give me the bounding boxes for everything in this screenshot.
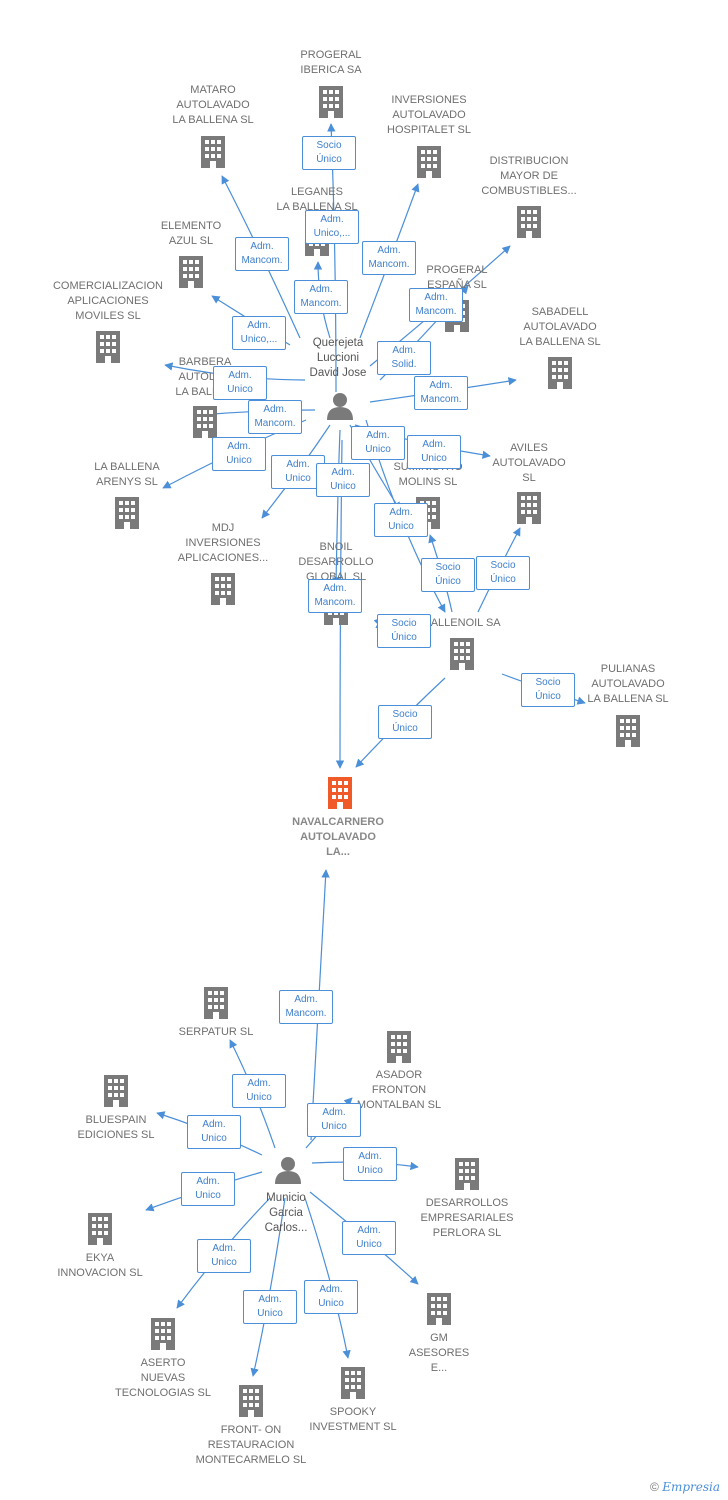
- company-label-asador[interactable]: ASADOR FRONTON MONTALBAN SL: [356, 1069, 442, 1111]
- edge-label-adm-mancom[interactable]: Adm. Mancom.: [362, 241, 416, 275]
- edge-label-adm-mancom[interactable]: Adm. Mancom.: [294, 280, 348, 314]
- company-icon-elemento[interactable]: [179, 256, 203, 288]
- company-label-la-ballena-arenys[interactable]: LA BALLENA ARENYS SL: [94, 461, 160, 488]
- edge-label-adm-mancom[interactable]: Adm. Mancom.: [414, 376, 468, 410]
- person-icon-querejeta[interactable]: [327, 393, 353, 420]
- company-label-pulianas[interactable]: PULIANAS AUTOLAVADO LA BALLENA SL: [587, 663, 669, 705]
- focus-company-label[interactable]: NAVALCARNERO AUTOLAVADO LA...: [292, 816, 384, 858]
- edge-label-adm-unico[interactable]: Adm. Unico: [316, 463, 370, 497]
- edge-label-socio-unico[interactable]: Socio Único: [378, 705, 432, 739]
- edge-label-adm-unico[interactable]: Adm. Unico: [343, 1147, 397, 1181]
- company-icon-barbera[interactable]: [193, 406, 217, 438]
- edge-label-adm-unico[interactable]: Adm. Unico: [307, 1103, 361, 1137]
- edge-label-adm-unico[interactable]: Adm. Unico: [213, 366, 267, 400]
- edge-label-adm-unico[interactable]: Adm. Unico: [181, 1172, 235, 1206]
- edge-label-adm-unico[interactable]: Adm. Unico: [232, 1074, 286, 1108]
- edge-label-adm-unico-trunc[interactable]: Adm. Unico,...: [305, 210, 359, 244]
- edge-label-adm-unico[interactable]: Adm. Unico: [304, 1280, 358, 1314]
- company-icon-ekya[interactable]: [88, 1213, 112, 1245]
- company-label-desarrollos[interactable]: DESARROLLOS EMPRESARIALES PERLORA SL: [420, 1197, 514, 1239]
- company-icon-mataro[interactable]: [201, 136, 225, 168]
- edge-label-adm-mancom[interactable]: Adm. Mancom.: [308, 579, 362, 613]
- company-icon-gm[interactable]: [427, 1293, 451, 1325]
- company-label-progeral-iberica[interactable]: PROGERAL IBERICA SA: [300, 49, 362, 76]
- company-icon-mdj[interactable]: [211, 573, 235, 605]
- edge-label-adm-mancom[interactable]: Adm. Mancom.: [248, 400, 302, 434]
- company-icon-bluespain[interactable]: [104, 1075, 128, 1107]
- person-icon-municio[interactable]: [275, 1157, 301, 1184]
- company-label-gm[interactable]: GM ASESORES E...: [408, 1332, 470, 1374]
- focus-company-icon[interactable]: [328, 777, 352, 809]
- company-icon-sabadell[interactable]: [548, 357, 572, 389]
- company-label-sabadell[interactable]: SABADELL AUTOLAVADO LA BALLENA SL: [519, 306, 601, 348]
- company-label-ekya[interactable]: EKYA INNOVACION SL: [57, 1252, 143, 1279]
- company-icon-comercializacion[interactable]: [96, 331, 120, 363]
- company-label-elemento[interactable]: ELEMENTO AZUL SL: [160, 220, 222, 247]
- edge-label-adm-unico[interactable]: Adm. Unico: [243, 1290, 297, 1324]
- company-label-mataro[interactable]: MATARO AUTOLAVADO LA BALLENA SL: [172, 84, 254, 126]
- company-icon-spooky[interactable]: [341, 1367, 365, 1399]
- company-icon-la-ballena-arenys[interactable]: [115, 497, 139, 529]
- company-icon-pulianas[interactable]: [616, 715, 640, 747]
- company-icon-desarrollos[interactable]: [455, 1158, 479, 1190]
- edge-label-socio-unico[interactable]: Socio Único: [421, 558, 475, 592]
- company-icon-serpatur[interactable]: [204, 987, 228, 1019]
- company-icon-ballenoil[interactable]: [450, 638, 474, 670]
- edge-label-socio-unico[interactable]: Socio Único: [377, 614, 431, 648]
- edge-label-adm-unico[interactable]: Adm. Unico: [374, 503, 428, 537]
- edge-label-adm-unico[interactable]: Adm. Unico: [407, 435, 461, 469]
- company-icon-progeral-iberica[interactable]: [319, 86, 343, 118]
- company-label-distribucion[interactable]: DISTRIBUCION MAYOR DE COMBUSTIBLES...: [481, 155, 577, 197]
- company-label-ballenoil[interactable]: BALLENOIL SA: [423, 617, 501, 629]
- edge-label-socio-unico[interactable]: Socio Único: [521, 673, 575, 707]
- edge-label-adm-unico-trunc[interactable]: Adm. Unico,...: [232, 316, 286, 350]
- company-icon-distribucion[interactable]: [517, 206, 541, 238]
- company-label-aserto[interactable]: ASERTO NUEVAS TECNOLOGIAS SL: [115, 1357, 211, 1399]
- edge-label-adm-solid[interactable]: Adm. Solid.: [377, 341, 431, 375]
- company-label-bluespain[interactable]: BLUESPAIN EDICIONES SL: [77, 1114, 155, 1141]
- company-label-aviles[interactable]: AVILES AUTOLAVADO SL: [492, 442, 566, 484]
- edge-label-adm-unico[interactable]: Adm. Unico: [187, 1115, 241, 1149]
- edge-label-socio-unico[interactable]: Socio Único: [302, 136, 356, 170]
- company-icon-front-on[interactable]: [239, 1385, 263, 1417]
- edge-label-adm-unico[interactable]: Adm. Unico: [342, 1221, 396, 1255]
- person-label-municio[interactable]: Municio Garcia Carlos...: [264, 1192, 308, 1234]
- person-label-querejeta[interactable]: Querejeta Luccioni David Jose: [309, 337, 367, 379]
- edge-label-socio-unico[interactable]: Socio Único: [476, 556, 530, 590]
- company-label-mdj[interactable]: MDJ INVERSIONES APLICACIONES...: [177, 522, 269, 564]
- company-label-serpatur[interactable]: SERPATUR SL: [178, 1026, 254, 1038]
- company-icon-aserto[interactable]: [151, 1318, 175, 1350]
- brand-name: Empresia: [662, 1480, 720, 1494]
- brand-logo: © Empresia: [650, 1480, 720, 1494]
- edge-label-adm-mancom[interactable]: Adm. Mancom.: [235, 237, 289, 271]
- company-label-spooky[interactable]: SPOOKY INVESTMENT SL: [309, 1406, 397, 1433]
- edge-label-adm-unico[interactable]: Adm. Unico: [212, 437, 266, 471]
- company-icon-inversiones-hosp[interactable]: [417, 146, 441, 178]
- edge-label-adm-unico[interactable]: Adm. Unico: [197, 1239, 251, 1273]
- edge-label-adm-mancom[interactable]: Adm. Mancom.: [409, 288, 463, 322]
- copyright-symbol: ©: [650, 1480, 659, 1494]
- edge-label-adm-mancom[interactable]: Adm. Mancom.: [279, 990, 333, 1024]
- company-label-front-on[interactable]: FRONT- ON RESTAURACION MONTECARMELO SL: [195, 1424, 307, 1466]
- company-label-inversiones-hosp[interactable]: INVERSIONES AUTOLAVADO HOSPITALET SL: [387, 94, 471, 136]
- edge-label-adm-unico[interactable]: Adm. Unico: [351, 426, 405, 460]
- company-icon-aviles[interactable]: [517, 492, 541, 524]
- company-icon-asador[interactable]: [387, 1031, 411, 1063]
- company-label-comercializacion[interactable]: COMERCIALIZACION APLICACIONES MOVILES SL: [52, 280, 163, 322]
